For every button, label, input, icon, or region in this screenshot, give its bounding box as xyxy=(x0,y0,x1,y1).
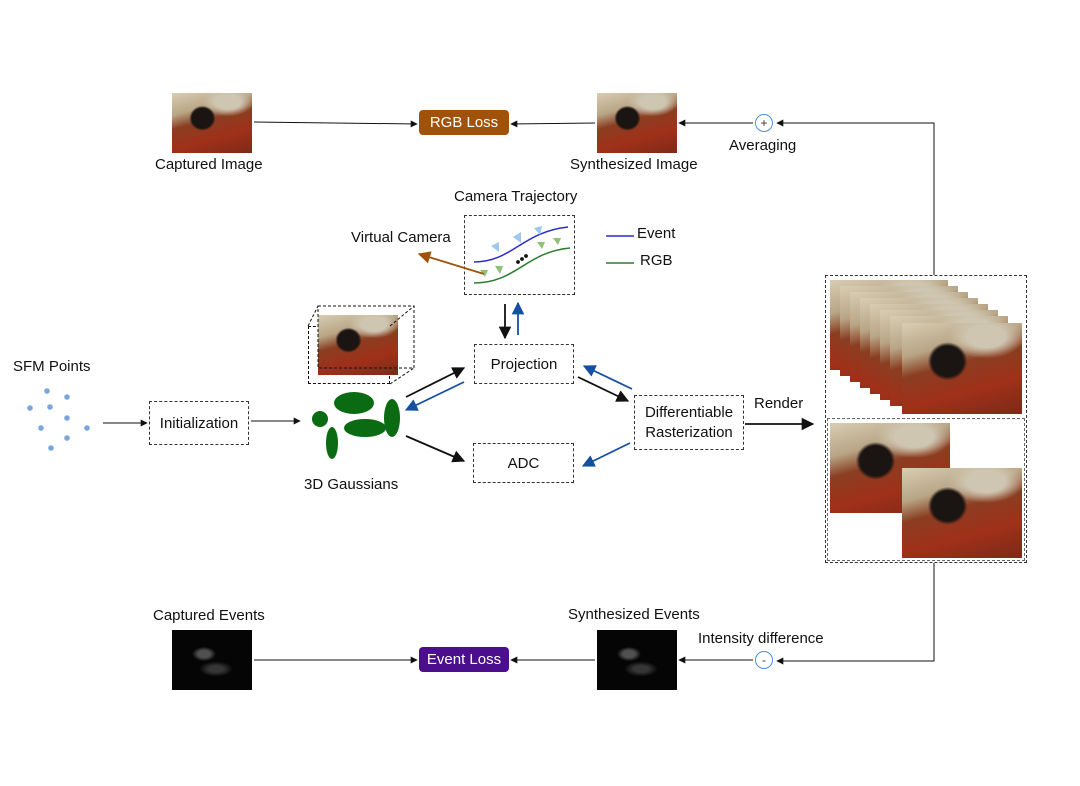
captured-events-thumbnail xyxy=(172,630,252,690)
gaussian-ellipsoids-icon xyxy=(312,392,400,459)
raster-to-adc-arrow xyxy=(581,442,631,467)
gaussians-to-projection-arrow xyxy=(405,367,466,398)
averaging-label: Averaging xyxy=(729,137,797,154)
synthesized-image-thumbnail xyxy=(597,93,677,153)
render-label: Render xyxy=(754,395,804,412)
projection-to-gaussians-arrow xyxy=(404,381,465,411)
legend-rgb-label: RGB xyxy=(640,252,673,269)
captured-to-rgb-loss-arrow xyxy=(253,120,418,128)
synthesized-events-thumbnail xyxy=(597,630,677,690)
gaussian-cube-image xyxy=(318,315,398,375)
render-to-averaging-line xyxy=(776,119,935,275)
rendered-frames-stack xyxy=(830,280,1024,415)
gaussians-to-adc-arrow xyxy=(405,435,466,463)
minus-circle-icon: - xyxy=(755,651,773,669)
intensity-difference-label: Intensity difference xyxy=(698,630,824,647)
sfm-point-cloud-icon xyxy=(27,388,90,451)
gaussians-label: 3D Gaussians xyxy=(304,476,399,493)
gaussian-cube-wireframe xyxy=(307,305,415,385)
captured-image-thumbnail xyxy=(172,93,252,153)
raster-to-projection-arrow xyxy=(582,365,633,390)
synth-to-rgb-loss-arrow xyxy=(510,120,596,128)
differentiable-rasterization-box: Differentiable Rasterization xyxy=(634,395,744,450)
synthesized-image-label: Synthesized Image xyxy=(570,156,698,173)
render-to-difference-line xyxy=(776,563,935,665)
captured-image-label: Captured Image xyxy=(155,156,263,173)
plus-circle-icon: + xyxy=(755,114,773,132)
rendered-frame-b xyxy=(902,468,1022,558)
legend-event-label: Event xyxy=(637,225,676,242)
event-loss-box: Event Loss xyxy=(419,647,509,672)
virtual-camera-label: Virtual Camera xyxy=(351,229,451,246)
captured-events-label: Captured Events xyxy=(153,607,265,624)
camera-trajectory-label: Camera Trajectory xyxy=(454,188,578,205)
projection-to-raster-arrow xyxy=(577,376,630,402)
virtual-camera-arrow xyxy=(417,251,485,275)
camera-trajectory-icon xyxy=(473,226,571,284)
projection-box: Projection xyxy=(474,344,574,384)
synthesized-events-label: Synthesized Events xyxy=(568,606,700,623)
adc-box: ADC xyxy=(473,443,574,483)
initialization-box: Initialization xyxy=(149,401,249,445)
sfm-points-label: SFM Points xyxy=(13,358,91,375)
rgb-loss-box: RGB Loss xyxy=(419,110,509,135)
